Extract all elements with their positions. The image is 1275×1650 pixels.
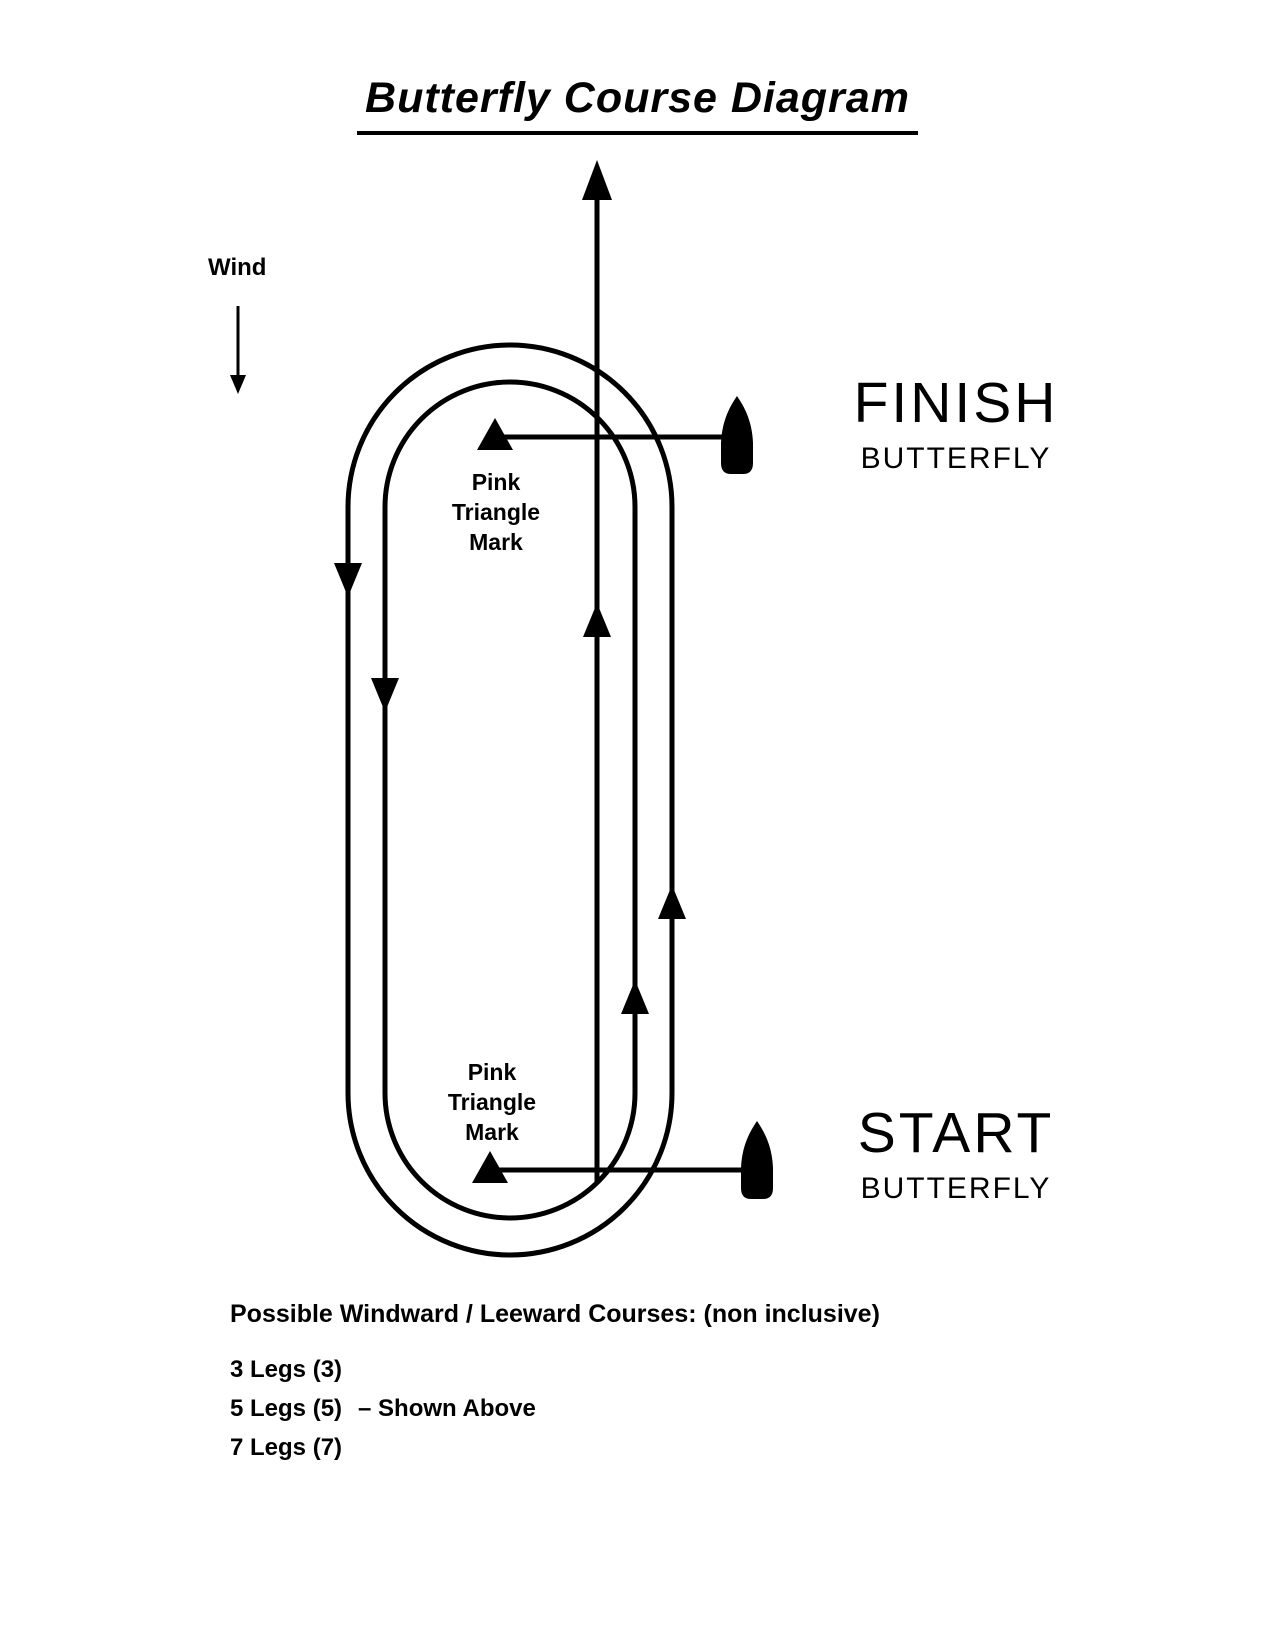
leg-option-label: 7 Legs (7) [230,1434,343,1461]
finish-gate: FINISH BUTTERFLY [836,370,1076,476]
finish-direction-arrowhead-icon [582,160,612,200]
page-title-text: Butterfly Course Diagram [357,74,918,135]
pink-triangle-mark-top-label: Pink Triangle Mark [451,469,541,555]
list-item: 3 Legs (3) [230,1356,536,1384]
start-title: START [857,1101,1055,1165]
wind-arrow-icon [230,306,246,394]
pink-triangle-mark-bottom-icon [472,1151,508,1183]
list-item: 5 Legs (5) – Shown Above [230,1395,536,1423]
list-item: 7 Legs (7) [230,1434,536,1462]
courses-list: 3 Legs (3) 5 Legs (5) – Shown Above 7 Leg… [230,1356,536,1473]
start-gate: START BUTTERFLY [836,1100,1076,1206]
leg-option-label: 5 Legs (5) [230,1395,343,1422]
leg-option-label: 3 Legs (3) [230,1356,343,1383]
wind-label: Wind [208,254,267,281]
inner-course-loop [382,379,638,1221]
pink-triangle-mark-top-icon [477,418,513,450]
start-boat-icon [741,1121,773,1199]
finish-subtitle: BUTTERFLY [860,442,1052,475]
finish-boat-icon [721,396,753,474]
page-title: Butterfly Course Diagram [30,74,1245,135]
finish-title: FINISH [853,371,1059,435]
outer-course-loop [345,342,675,1258]
up-arrowhead-outer-right-icon [658,885,686,919]
courses-heading: Possible Windward / Leeward Courses: (no… [230,1300,880,1328]
down-arrowhead-outer-left-icon [334,563,362,597]
up-arrowhead-inner-right-icon [621,980,649,1014]
leg-option-note: – Shown Above [358,1395,536,1422]
down-arrowhead-inner-left-icon [371,678,399,712]
up-arrowhead-middle-leg-icon [583,603,611,637]
start-subtitle: BUTTERFLY [860,1172,1052,1205]
pink-triangle-mark-bottom-label: Pink Triangle Mark [447,1059,537,1145]
